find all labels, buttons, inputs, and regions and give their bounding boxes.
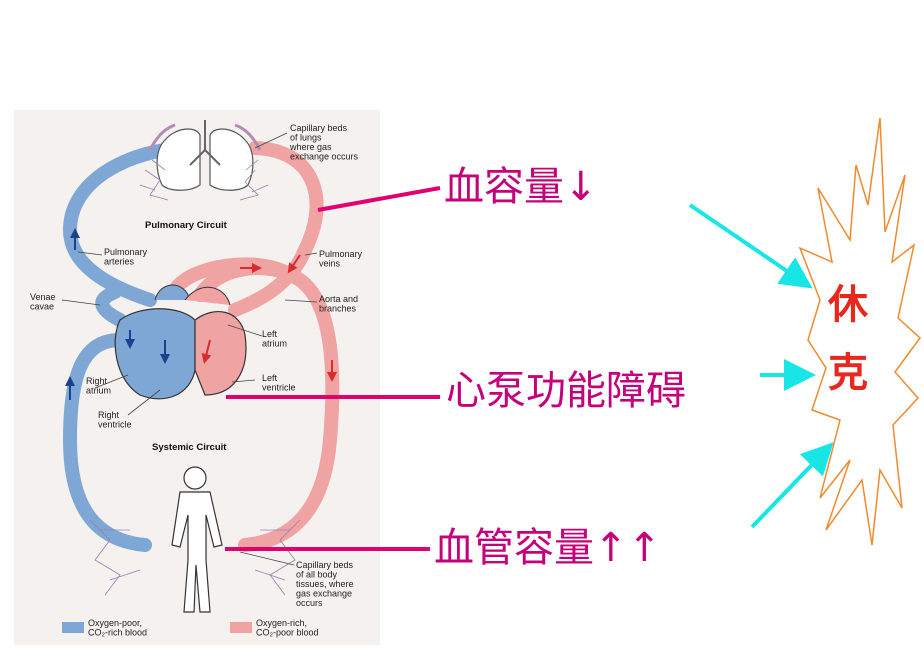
- aorta-branches-label: Aorta and branches: [319, 294, 361, 314]
- right-heart: [114, 308, 196, 400]
- lungs: [148, 120, 262, 191]
- pulmonary-circuit-title: Pulmonary Circuit: [145, 220, 228, 231]
- venae-cavae-label: Venae cavae: [30, 292, 58, 312]
- burst-outline: [798, 117, 922, 546]
- arrow-from-blood-volume: [688, 203, 813, 289]
- flow-arrows-blue: [65, 228, 170, 400]
- right-ventricle-label: Right ventricle: [98, 410, 132, 430]
- arrow-from-vascular: [750, 442, 834, 529]
- label-leader-lines: [61, 132, 318, 566]
- right-atrium-label: Right atrium: [86, 376, 111, 396]
- capillary-body-label: Capillary beds of all body tissues, wher…: [296, 560, 356, 608]
- body-capillary-net: [89, 519, 301, 596]
- flow-arrows-red: [201, 254, 337, 382]
- legend-swatch-oxygen-poor: [62, 622, 84, 633]
- left-ventricle-label: Left ventricle: [262, 373, 296, 393]
- shock-char-2: 克: [828, 350, 868, 396]
- pulmonary-vein-loop: [228, 141, 324, 317]
- left-heart: [194, 311, 247, 396]
- pointer-lines: [225, 186, 441, 551]
- legend-swatch-oxygen-rich: [230, 622, 252, 633]
- legend-oxygen-poor: Oxygen-poor, CO₂-rich blood: [88, 618, 147, 638]
- circulation-diagram: Pulmonary Circuit Systemic Circuit Capil…: [14, 110, 380, 645]
- shock-char-1: 休: [827, 282, 869, 328]
- upper-vena-cava: [95, 285, 127, 327]
- pointer-line-blood-volume: [317, 186, 441, 212]
- diagram-legend: Oxygen-poor, CO₂-rich blood Oxygen-rich,…: [62, 618, 319, 638]
- cause-vascular-capacity: 血管容量↑↑: [434, 525, 661, 571]
- cause-blood-volume: 血容量↓: [444, 164, 598, 210]
- aorta-arch: [168, 257, 297, 297]
- heart: [114, 284, 247, 400]
- shock-burst: 休 克: [798, 117, 922, 546]
- human-body-figure: [171, 466, 223, 613]
- pulmonary-veins-label: Pulmonary veins: [319, 249, 365, 269]
- venae-cavae-loop: [62, 333, 152, 552]
- pulmonary-arteries-label: Pulmonary arteries: [104, 247, 150, 267]
- left-atrium-label: Left atrium: [262, 329, 287, 349]
- capillary-lungs-label: Capillary beds of lungs where gas exchan…: [289, 123, 359, 162]
- lung-capillary-net: [139, 159, 269, 201]
- legend-oxygen-rich: Oxygen-rich, CO₂-poor blood: [256, 618, 319, 638]
- systemic-circuit-title: Systemic Circuit: [152, 442, 227, 453]
- cyan-arrows: [688, 203, 834, 529]
- cause-pump-dysfunction: 心泵功能障碍: [446, 368, 686, 414]
